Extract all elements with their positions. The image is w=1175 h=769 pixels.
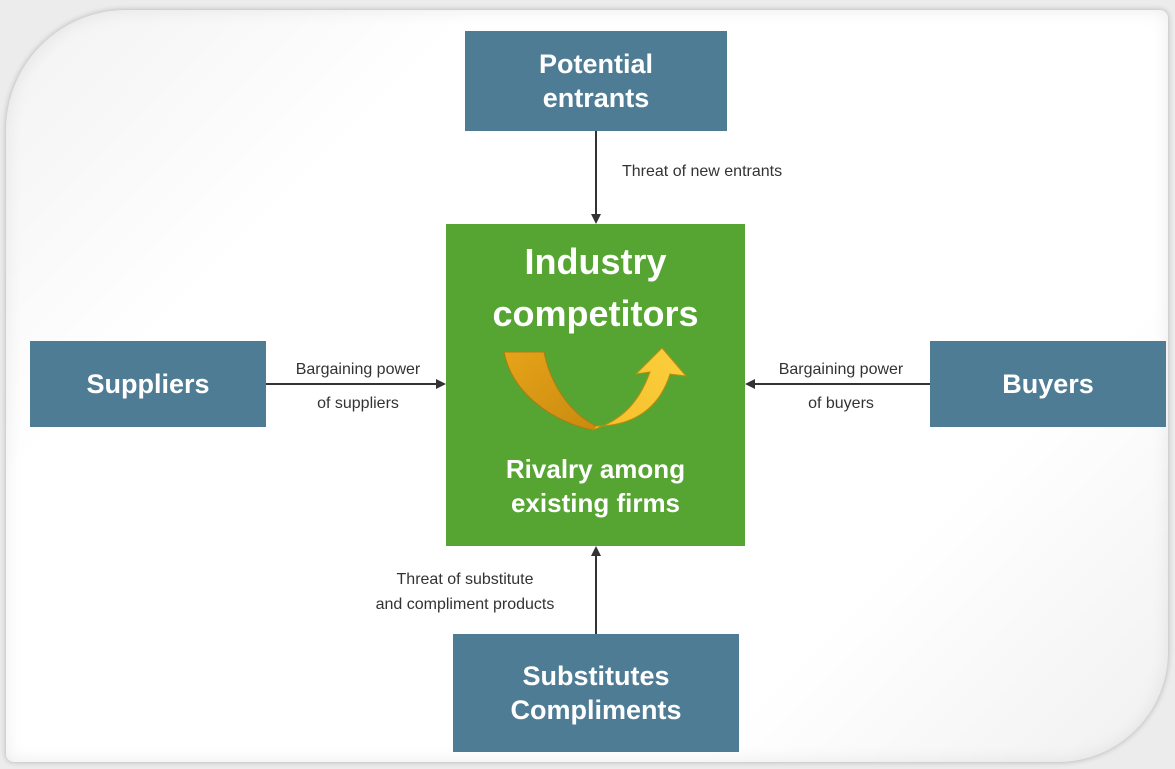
label-buyers-power: Bargaining power of buyers <box>778 361 904 412</box>
node-potential-entrants: Potential entrants <box>465 31 727 131</box>
node-substitutes: Substitutes Compliments <box>453 634 739 752</box>
node-buyers: Buyers <box>930 341 1166 427</box>
node-buyers-label: Buyers <box>1002 369 1094 399</box>
curved-arrow-icon <box>503 347 688 431</box>
node-suppliers: Suppliers <box>30 341 266 427</box>
label-suppliers-power: Bargaining power of suppliers <box>295 361 421 412</box>
center-subtitle: Rivalry among existing firms <box>505 454 686 518</box>
center-title: Industry competitors <box>492 241 699 334</box>
node-potential-entrants-label: Potential entrants <box>538 49 653 113</box>
label-new-entrants: Threat of new entrants <box>622 163 783 180</box>
node-suppliers-label: Suppliers <box>86 369 210 399</box>
node-substitutes-label: Substitutes Compliments <box>510 661 682 725</box>
node-industry-competitors: Industry competitors Rivalry among exist… <box>446 224 745 546</box>
label-substitutes-threat: Threat of substitute and compliment prod… <box>375 571 555 613</box>
